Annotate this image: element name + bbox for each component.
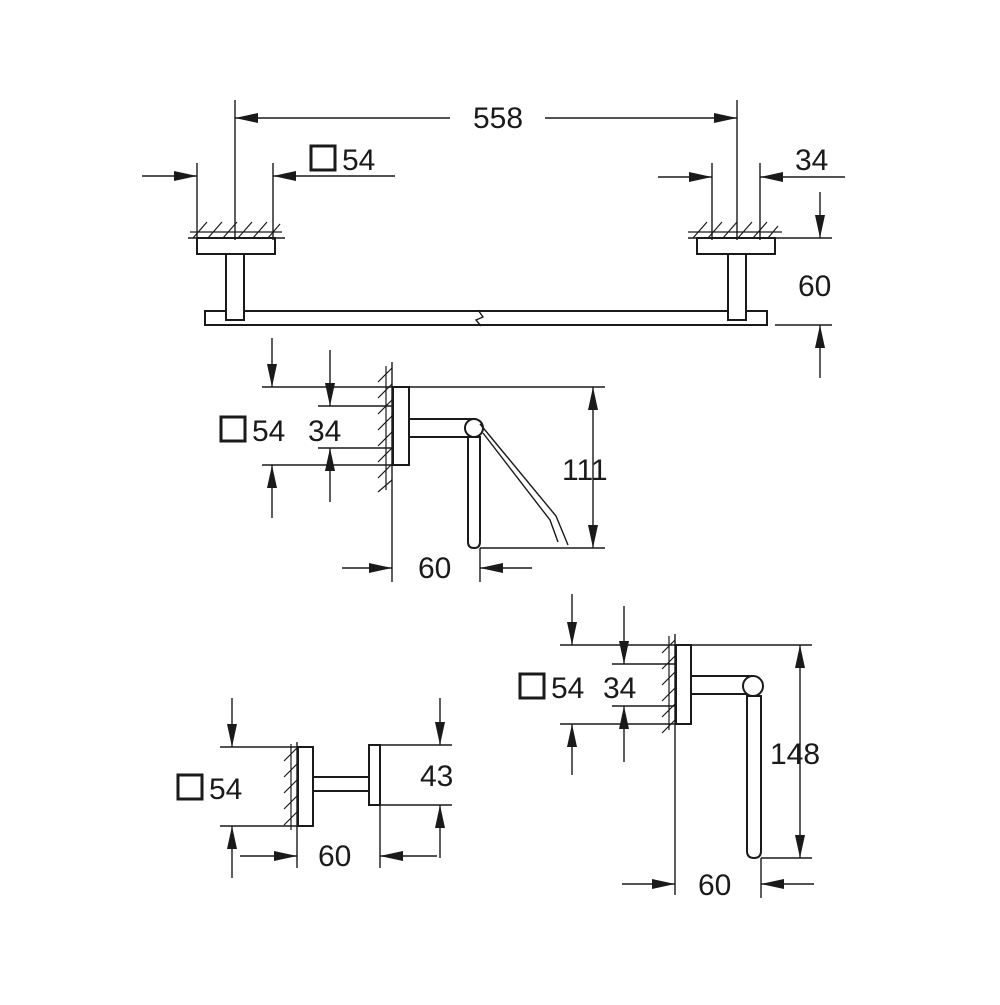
towel-bar-width-label: 558 [473, 102, 523, 135]
paper-holder-cover-height-label: 111 [562, 454, 608, 487]
towel-bar-drawing: 558 54 34 60 [142, 100, 845, 378]
paper-holder-with-cover-drawing: 54 34 111 60 [219, 338, 608, 585]
paper-holder-cover-spindle [467, 436, 481, 550]
robe-hook-rosette [297, 746, 314, 827]
paper-holder-cover-depth-label: 34 [308, 415, 341, 448]
paper-holder-height-label: 148 [770, 738, 820, 771]
robe-hook-projection-label: 60 [318, 840, 351, 873]
robe-hook-drawing: 54 43 60 [176, 698, 453, 878]
towel-bar-rosette-depth-label: 34 [795, 144, 828, 177]
towel-bar-rail [204, 310, 768, 326]
towel-bar-right-post [727, 253, 747, 321]
towel-bar-rosette-label: 54 [342, 144, 375, 177]
paper-holder-cover-rosette-label: 54 [252, 415, 285, 448]
paper-holder-rosette [675, 644, 692, 725]
robe-hook-end [368, 744, 381, 806]
towel-bar-left-rosette [196, 237, 276, 255]
towel-bar-break [474, 309, 485, 327]
towel-bar-left-post [225, 253, 245, 321]
robe-hook-rosette-label: 54 [209, 773, 242, 806]
paper-holder-spindle [746, 695, 762, 860]
paper-holder-drawing: 54 34 148 60 [518, 594, 820, 902]
paper-holder-rosette-label: 54 [551, 672, 584, 705]
robe-hook-arm [312, 776, 370, 792]
paper-holder-projection-label: 60 [698, 869, 731, 902]
towel-bar-projection-label: 60 [798, 270, 831, 303]
paper-holder-cover-projection-label: 60 [418, 552, 451, 585]
robe-hook-height-label: 43 [420, 760, 453, 793]
paper-holder-cover-rosette [392, 386, 410, 466]
towel-bar-right-rosette [696, 237, 776, 255]
paper-holder-depth-label: 34 [603, 672, 636, 705]
